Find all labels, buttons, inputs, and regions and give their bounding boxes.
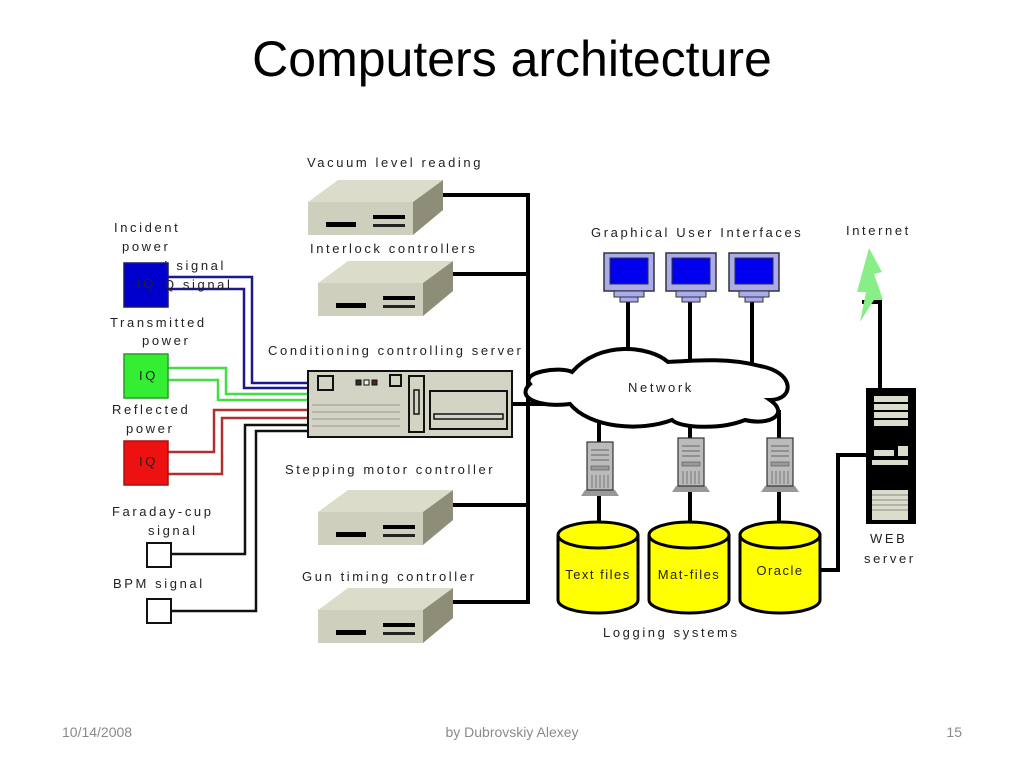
i-signal-label: I signal xyxy=(164,258,226,273)
transmitted-iq-text: IQ xyxy=(139,368,158,383)
stepping-device-icon xyxy=(318,490,453,545)
network-label: Network xyxy=(628,380,694,395)
server-label: Conditioning controlling server xyxy=(268,343,523,358)
gui-monitor-1-icon xyxy=(603,252,655,303)
footer-page-number: 15 xyxy=(946,724,962,740)
conditioning-server-icon xyxy=(307,370,513,438)
vacuum-label: Vacuum level reading xyxy=(307,155,483,170)
interlock-device-icon xyxy=(318,261,453,316)
database-label: Oracle xyxy=(756,563,803,578)
reflected-iq-text: IQ xyxy=(139,454,158,469)
faraday-bpm-wires xyxy=(170,423,308,613)
reflected-label-1: Reflected xyxy=(112,402,190,417)
bpm-box xyxy=(146,598,172,624)
web-server-icon xyxy=(866,388,916,524)
database-label: Text files xyxy=(565,567,631,582)
footer-date: 10/14/2008 xyxy=(62,724,133,740)
incident-iq-box xyxy=(123,262,169,308)
vacuum-device-icon xyxy=(308,180,443,235)
database-cylinder-3: Oracle xyxy=(738,520,822,615)
network-cloud-icon xyxy=(523,347,790,429)
gui-label: Graphical User Interfaces xyxy=(591,225,803,240)
interlock-label: Interlock controllers xyxy=(310,241,477,256)
faraday-label-2: signal xyxy=(148,523,198,538)
transmitted-label-2: power xyxy=(142,333,190,348)
transmitted-signal-wires xyxy=(168,366,308,402)
reflected-label-2: power xyxy=(126,421,174,436)
internet-bolt-icon xyxy=(857,248,883,322)
gui-monitor-2-icon xyxy=(665,252,717,303)
reflected-signal-wires xyxy=(168,408,308,476)
incident-label-1: Incident xyxy=(114,220,180,235)
logging-server-3-icon xyxy=(760,437,800,493)
bpm-label: BPM signal xyxy=(113,576,205,591)
slide-title: Computers architecture xyxy=(252,31,772,87)
incident-signal-wires xyxy=(168,275,308,390)
faraday-label-1: Faraday-cup xyxy=(112,504,214,519)
database-cylinder-2: Mat-files xyxy=(647,520,731,615)
q-signal-label: Q signal xyxy=(164,277,233,292)
web-label-1: WEB xyxy=(870,531,907,546)
incident-iq-text: IQ xyxy=(137,276,156,291)
incident-label-2: power xyxy=(122,239,170,254)
stepping-label: Stepping motor controller xyxy=(285,462,495,477)
gun-label: Gun timing controller xyxy=(302,569,477,584)
footer-author: by Dubrovskiy Alexey xyxy=(445,724,579,740)
gui-monitor-3-icon xyxy=(728,252,780,303)
internet-label: Internet xyxy=(846,223,911,238)
database-cylinder-1: Text files xyxy=(556,520,640,615)
logging-server-2-icon xyxy=(671,437,711,493)
network-links xyxy=(597,300,882,572)
faraday-cup-box xyxy=(146,542,172,568)
web-label-2: server xyxy=(864,551,916,566)
logging-label: Logging systems xyxy=(603,625,740,640)
database-label: Mat-files xyxy=(658,567,721,582)
transmitted-label-1: Transmitted xyxy=(110,315,207,330)
reflected-iq-box xyxy=(123,440,169,486)
logging-server-1-icon xyxy=(580,441,620,497)
transmitted-iq-box xyxy=(123,353,169,399)
gun-device-icon xyxy=(318,588,453,643)
